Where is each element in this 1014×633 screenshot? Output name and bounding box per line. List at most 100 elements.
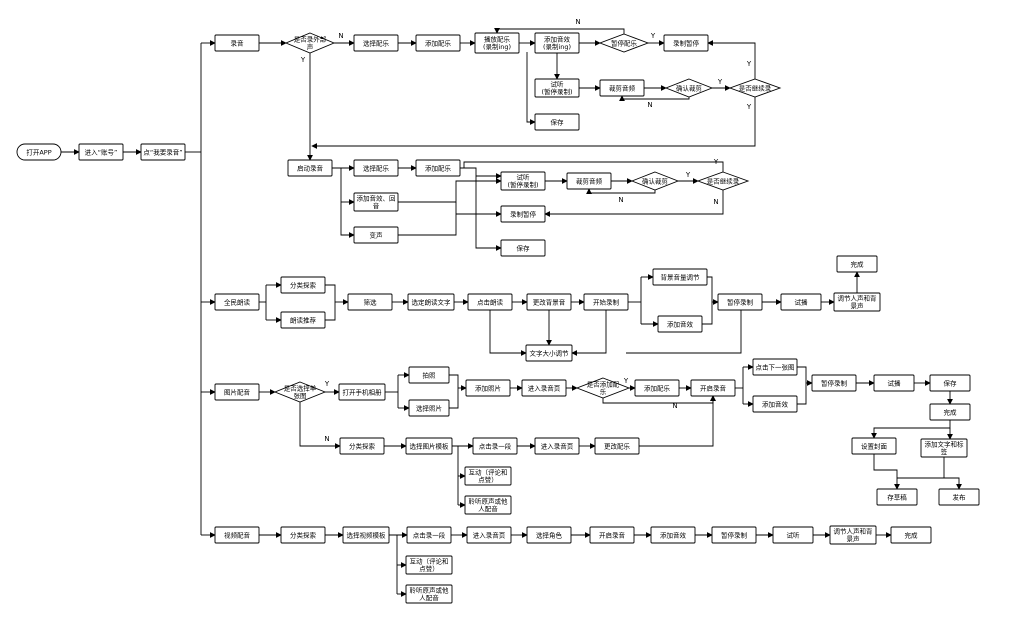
flow-connector <box>943 457 962 490</box>
node-label: 调节人声和背景声 <box>834 527 874 544</box>
node-shape <box>534 437 580 455</box>
node-label: 更改配乐 <box>604 441 631 450</box>
node-label: 是否继续录 <box>707 176 740 185</box>
node-label: 选择图片模板 <box>410 441 450 450</box>
flow-connector <box>398 178 502 203</box>
node-label: 开始录制 <box>593 297 620 306</box>
edge-label-yes: Y <box>685 171 691 179</box>
node-label: 添加音效、回音 <box>357 194 396 211</box>
node-v-add-effect: 添加音效 <box>650 526 696 544</box>
node-shape <box>690 379 736 397</box>
node-label: 裁剪音频 <box>609 83 636 92</box>
node-shape <box>652 268 708 286</box>
node-label: 设置封面 <box>861 441 888 450</box>
node-click-record: 点“我要录音” <box>140 143 186 161</box>
node-p-add-text: 添加文字和标签 <box>920 438 968 458</box>
node-label: 录制暂停 <box>510 209 537 218</box>
decision-p-single: 是否选择单张图 <box>273 381 327 403</box>
decision-shape <box>284 32 336 54</box>
node-shape <box>353 192 399 212</box>
node-shape <box>465 379 511 397</box>
node-shape <box>405 555 453 575</box>
node-p-enter-page2: 进入录音页 <box>534 437 580 455</box>
node-label: 互动（评论和点赞） <box>469 468 508 485</box>
node-label: 变声 <box>370 230 384 239</box>
node-label: 暂停录制 <box>727 297 754 306</box>
node-q-audition: 试播 <box>780 293 822 311</box>
node-label: 发布 <box>953 492 967 501</box>
node-shape <box>500 205 546 223</box>
edge-label-yes: Y <box>746 60 752 68</box>
node-q-change-bg: 更改背景音 <box>526 293 572 311</box>
node-shape <box>339 437 385 455</box>
node-label: 选择视频模板 <box>347 530 387 539</box>
node-v-choose-role: 选择角色 <box>526 526 572 544</box>
flow-connector <box>797 366 807 405</box>
node-shape <box>752 358 798 376</box>
node-label: 背景音量调节 <box>661 272 701 281</box>
node-r-save: 保存 <box>534 113 580 131</box>
node-shape <box>811 374 857 392</box>
flow-connector <box>460 167 502 251</box>
node-p-pause: 暂停录制 <box>811 374 857 392</box>
node-q-pause: 暂停录制 <box>717 293 763 311</box>
node-shape <box>353 34 399 52</box>
node-s-start: 启动录音 <box>287 159 333 177</box>
edge-label-yes: Y <box>717 78 723 86</box>
node-p-done: 完成 <box>929 403 971 421</box>
node-p-listen: 聆听原声或他人配音 <box>464 495 512 515</box>
node-label: 添加照片 <box>475 383 501 392</box>
node-shape <box>650 526 696 544</box>
edge-label-no: N <box>324 435 329 443</box>
decision-shape <box>273 381 327 403</box>
flow-connector <box>449 374 459 409</box>
flow-connector <box>398 202 457 236</box>
node-shape <box>342 526 390 544</box>
node-shape <box>347 293 393 311</box>
node-shape <box>876 488 918 506</box>
flow-connector <box>702 276 713 325</box>
node-v-interact: 互动（评论和点赞） <box>405 555 453 575</box>
node-p-set-cover: 设置封面 <box>851 437 897 455</box>
node-label: 录音 <box>231 38 245 47</box>
node-shape <box>405 584 453 604</box>
node-label: 暂停录制 <box>721 530 748 539</box>
node-label: 聆听原声或他人配音 <box>410 586 450 603</box>
node-v-adjust: 调节人声和背景声 <box>829 525 877 545</box>
node-label: 调节人声和背景声 <box>838 294 878 311</box>
decision-shape <box>630 171 680 191</box>
node-q-category: 分类探索 <box>280 276 326 294</box>
node-shape <box>78 143 124 161</box>
edge-label-no: N <box>618 196 623 204</box>
node-shape <box>929 403 971 421</box>
flow-connector <box>707 40 756 79</box>
node-p-add-music: 添加配乐 <box>634 379 680 397</box>
node-shape <box>711 526 757 544</box>
node-label: 添加音效 <box>660 530 687 539</box>
node-shape <box>525 344 573 362</box>
node-q-select-text: 选定朗读文字 <box>407 293 455 311</box>
node-label: 点击录一段 <box>479 441 512 450</box>
node-p-choose-photo: 选择照片 <box>408 399 450 417</box>
decision-shape <box>598 33 650 53</box>
node-shape <box>836 255 878 273</box>
node-shape <box>408 399 450 417</box>
node-shape <box>464 495 512 515</box>
node-shape <box>407 293 455 311</box>
node-shape <box>408 366 450 384</box>
node-s-save: 保存 <box>500 239 546 257</box>
node-shape <box>521 379 567 397</box>
node-label: 保存 <box>551 117 565 126</box>
node-label: 添加音效 <box>762 399 789 408</box>
node-label: 全民朗读 <box>224 297 251 306</box>
node-s-voice-change: 变声 <box>353 226 399 244</box>
node-label: 是否继续录 <box>739 83 772 92</box>
node-s-cut-audio: 裁剪音频 <box>566 172 612 190</box>
decision-is-external: 是否录外部声 <box>284 32 336 54</box>
edge-label-yes: Y <box>300 56 306 64</box>
flow-connector <box>325 284 336 321</box>
node-label: 拍照 <box>423 370 437 379</box>
node-label: 开启录音 <box>599 530 626 539</box>
edge-label-no: N <box>713 198 718 206</box>
node-label: 点击朗读 <box>477 297 504 306</box>
